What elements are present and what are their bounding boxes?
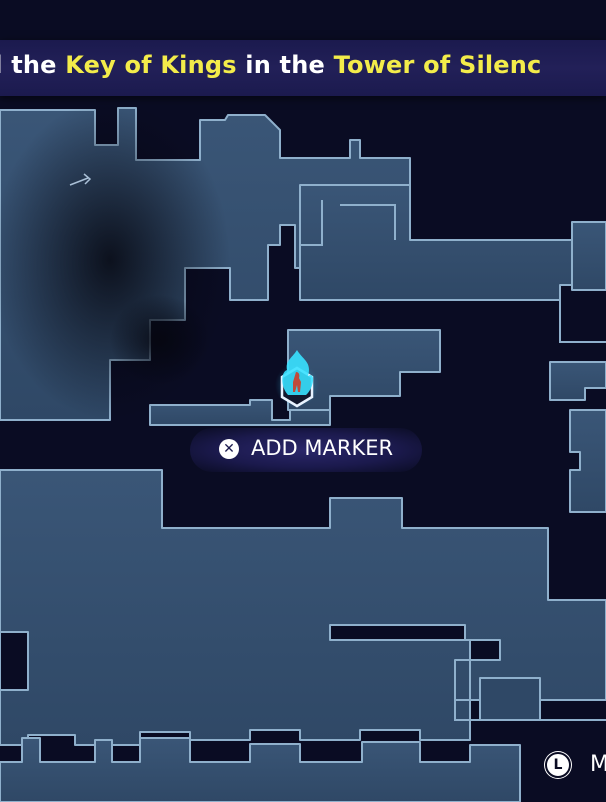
room-player-ledge [149, 399, 331, 426]
room-bottom-vault [0, 737, 521, 802]
divider-east-ladder-2 [340, 204, 396, 240]
prince-silhouette [293, 372, 301, 392]
fog-arrow-scribble [69, 173, 92, 186]
divider-east-stair [559, 300, 606, 343]
fog-west-cloud [0, 100, 230, 420]
room-west-notch [0, 631, 29, 691]
room-east-hall [299, 184, 606, 301]
objective-text: nd the Key of Kings in the Tower of Sile… [0, 51, 542, 79]
cross-button-icon[interactable]: ✕ [219, 439, 239, 459]
add-marker-label[interactable]: ADD MARKER [251, 436, 394, 460]
player-flame-hexagon-icon[interactable] [275, 350, 319, 408]
objective-prefix: nd the [0, 51, 57, 79]
room-dividers [300, 200, 606, 721]
objective-item: Key of Kings [65, 51, 237, 79]
unexplored-fog [0, 100, 230, 420]
fog-west-lower [110, 295, 210, 385]
l-stick-button-icon[interactable]: L [545, 752, 571, 778]
room-east-lower [569, 409, 606, 513]
divider-east-ladder-1 [300, 200, 323, 246]
objective-location: Tower of Silenc [333, 51, 542, 79]
divider-lower-inner [454, 660, 606, 721]
legend-prompt-label[interactable]: M [590, 752, 606, 777]
room-east-mid [549, 361, 606, 401]
objective-banner: nd the Key of Kings in the Tower of Sile… [0, 40, 606, 96]
room-lower-east-alcove [479, 677, 541, 721]
room-east-upper [571, 221, 606, 291]
objective-middle: in the [236, 51, 334, 79]
